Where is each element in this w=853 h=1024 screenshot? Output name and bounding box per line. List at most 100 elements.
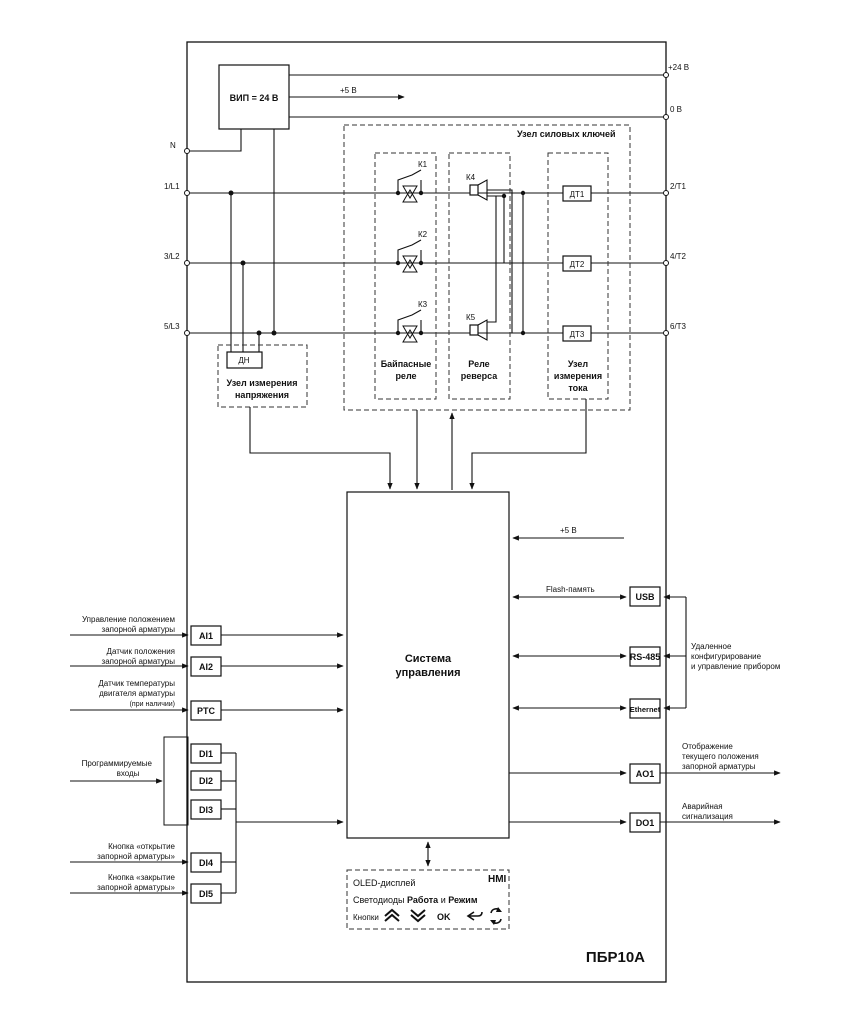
input-di3: DI3 [190, 799, 222, 820]
svg-text:Узел измерения: Узел измерения [227, 378, 298, 388]
svg-text:(при наличии): (при наличии) [130, 701, 175, 708]
flash-memory-label: Flash-память [546, 585, 595, 594]
svg-text:сигнализация: сигнализация [682, 812, 733, 821]
svg-text:Кнопки: Кнопки [353, 913, 379, 922]
svg-text:ДТ2: ДТ2 [570, 260, 585, 269]
svg-text:запорной арматуры: запорной арматуры [102, 625, 176, 634]
input-di1: DI1 [190, 743, 222, 764]
chevrons-down-icon [410, 909, 426, 923]
device-model: ПБР10А [586, 949, 645, 966]
svg-text:напряжения: напряжения [235, 390, 289, 400]
bypass-relay-k1: К1 [395, 160, 428, 203]
chevrons-up-icon [384, 908, 400, 922]
terminal-t1: 2/T1 [670, 182, 687, 191]
power-keys-node: Узел силовых ключей Байпасные реле Реле … [343, 124, 631, 411]
hmi-panel: HMI OLED-дисплей Светодиоды Работа и Реж… [346, 869, 510, 930]
terminal-t2: 4/T2 [670, 252, 687, 261]
svg-text:текущего положения: текущего положения [682, 752, 759, 761]
reverse-relay-k5: К5 [466, 190, 526, 341]
svg-text:запорной арматуры»: запорной арматуры» [97, 852, 175, 861]
back-arrow-icon [466, 911, 483, 921]
psu-5v-label: +5 В [340, 86, 357, 95]
svg-text:запорной арматуры: запорной арматуры [682, 762, 756, 771]
input-ai2: AI2 Датчик положения запорной арматуры [102, 647, 222, 677]
current-sensor-dt1: ДТ1 [562, 185, 592, 202]
ok-button-label: OK [437, 912, 451, 922]
terminal-l3: 5/L3 [164, 322, 180, 331]
bypass-relay-k2: К2 [395, 230, 428, 273]
svg-text:Система: Система [405, 653, 452, 665]
rs485-port: RS-485 [629, 646, 661, 667]
current-sensor-dt2: ДТ2 [562, 255, 592, 272]
svg-text:ДН: ДН [238, 356, 249, 365]
input-di5: DI5 Кнопка «закрытие запорной арматуры» [97, 873, 222, 904]
input-di2: DI2 [190, 770, 222, 791]
svg-text:Байпасные: Байпасные [381, 359, 432, 369]
programmable-inputs-label: Программируемые [82, 759, 153, 768]
svg-text:запорной арматуры»: запорной арматуры» [97, 883, 175, 892]
svg-text:реле: реле [395, 371, 416, 381]
terminal-plus24: +24 В [668, 63, 689, 72]
svg-text:ДТ1: ДТ1 [570, 190, 585, 199]
terminal-l2: 3/L2 [164, 252, 180, 261]
svg-text:ДТ3: ДТ3 [570, 330, 585, 339]
terminal-zero: 0 В [670, 105, 682, 114]
svg-text:Реле: Реле [468, 359, 489, 369]
svg-text:К4: К4 [466, 173, 476, 182]
svg-text:Отображение: Отображение [682, 742, 733, 751]
svg-text:Узел: Узел [568, 359, 589, 369]
programmable-inputs-label-2: входы [117, 769, 140, 778]
svg-text:ВИП = 24 В: ВИП = 24 В [230, 93, 279, 103]
svg-text:К5: К5 [466, 313, 476, 322]
svg-text:реверса: реверса [461, 371, 499, 381]
svg-text:DI1: DI1 [199, 749, 213, 759]
reverse-relay-k4: К4 [466, 173, 513, 333]
remote-config-label: Удаленное [691, 642, 732, 651]
terminal-t3: 6/T3 [670, 322, 687, 331]
bypass-relay-k3: К3 [395, 300, 428, 343]
svg-text:К1: К1 [418, 160, 428, 169]
voltage-measurement-node: ДН Узел измерения напряжения [217, 344, 308, 408]
input-di4: DI4 Кнопка «открытие запорной арматуры» [97, 842, 222, 873]
svg-text:Ethernet: Ethernet [630, 705, 661, 714]
svg-text:измерения: измерения [554, 371, 602, 381]
svg-text:Кнопка «закрытие: Кнопка «закрытие [108, 873, 176, 882]
svg-text:Кнопка «открытие: Кнопка «открытие [108, 842, 175, 851]
svg-text:К2: К2 [418, 230, 428, 239]
ethernet-port: Ethernet [629, 698, 661, 719]
input-ai1: AI1 Управление положением запорной армат… [82, 615, 222, 646]
svg-text:AI2: AI2 [199, 662, 213, 672]
device-enclosure [186, 41, 667, 983]
svg-text:HMI: HMI [488, 874, 507, 885]
svg-text:DI3: DI3 [199, 805, 213, 815]
usb-port: USB [629, 586, 661, 607]
svg-text:Аварийная: Аварийная [682, 802, 723, 811]
svg-text:DI2: DI2 [199, 776, 213, 786]
svg-text:тока: тока [568, 383, 588, 393]
control-5v-label: +5 В [560, 526, 577, 535]
svg-text:DI4: DI4 [199, 858, 213, 868]
svg-text:AI1: AI1 [199, 631, 213, 641]
svg-text:DI5: DI5 [199, 889, 213, 899]
svg-text:PTC: PTC [197, 706, 216, 716]
current-sensor-dt3: ДТ3 [562, 325, 592, 342]
remote-config-label-3: и управление прибором [691, 662, 780, 671]
svg-text:Управление положением: Управление положением [82, 615, 175, 624]
svg-text:К3: К3 [418, 300, 428, 309]
output-do1: DO1 Аварийная сигнализация [629, 802, 733, 833]
svg-text:Узел силовых ключей: Узел силовых ключей [517, 129, 616, 139]
output-ao1: AO1 Отображение текущего положения запор… [629, 742, 759, 784]
power-supply: ВИП = 24 В [218, 64, 290, 130]
refresh-icon [490, 907, 502, 925]
svg-text:USB: USB [635, 592, 655, 602]
svg-text:запорной арматуры: запорной арматуры [102, 657, 176, 666]
hmi-leds-line: Светодиоды Работа и Режим [353, 895, 478, 905]
input-ptc: PTC Датчик температуры двигателя арматур… [98, 679, 222, 721]
terminal-n: N [170, 141, 176, 150]
terminal-l1: 1/L1 [164, 182, 180, 191]
svg-text:Датчик положения: Датчик положения [107, 647, 175, 656]
remote-config-label-2: конфигурирование [691, 652, 762, 661]
svg-text:двигателя арматуры: двигателя арматуры [99, 689, 175, 698]
svg-text:RS-485: RS-485 [630, 652, 661, 662]
control-system: Система управления [346, 491, 510, 839]
